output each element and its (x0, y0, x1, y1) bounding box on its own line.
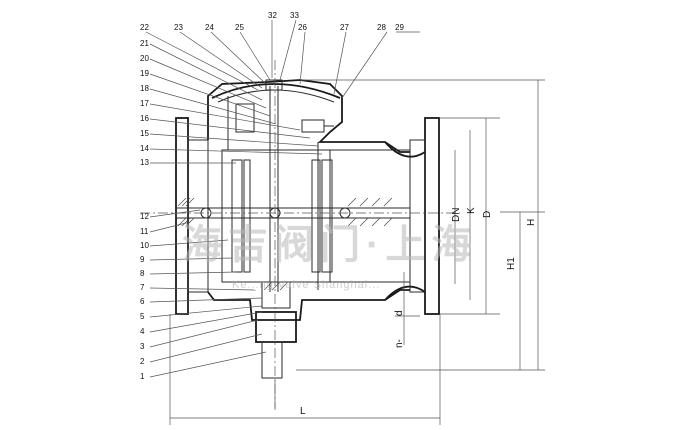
callout-6: 6 (140, 297, 145, 306)
callout-23: 23 (174, 23, 183, 32)
callout-14: 14 (140, 144, 149, 153)
left-leaders (149, 43, 323, 378)
watermark-brand: 海吉阀门·上海 (182, 223, 477, 267)
dim-label-L: L (300, 406, 306, 417)
dim-label-D: D (482, 211, 493, 218)
callout-22: 22 (140, 23, 149, 32)
callout-20: 20 (140, 54, 149, 63)
callout-13: 13 (140, 158, 149, 167)
callout-29: 29 (395, 23, 404, 32)
dimension-labels: L DN K D H1 H d n- (300, 207, 537, 417)
callout-4: 4 (140, 327, 145, 336)
callout-19: 19 (140, 69, 149, 78)
callout-21: 21 (140, 39, 149, 48)
callout-7: 7 (140, 283, 145, 292)
callout-8: 8 (140, 269, 145, 278)
callout-25: 25 (235, 23, 244, 32)
callout-27: 27 (340, 23, 349, 32)
callout-10: 10 (140, 241, 149, 250)
callout-16: 16 (140, 114, 149, 123)
dim-label-n: n- (394, 339, 405, 348)
callout-32: 32 (268, 11, 277, 20)
callout-2: 2 (140, 357, 145, 366)
callout-15: 15 (140, 129, 149, 138)
callout-1: 1 (140, 372, 145, 381)
watermark: 海吉阀门·上海 Ke...ng Valve Shanghai... (182, 223, 477, 291)
callout-17: 17 (140, 99, 149, 108)
dimension-lines (169, 79, 545, 425)
callout-11: 11 (140, 227, 149, 236)
callout-26: 26 (298, 23, 307, 32)
callout-24: 24 (205, 23, 214, 32)
dim-label-H: H (526, 219, 537, 226)
center-lines (140, 60, 460, 410)
watermark-sub: Ke...ng Valve Shanghai... (232, 279, 380, 291)
callout-3: 3 (140, 342, 145, 351)
top-callout-numbers: 22 23 24 25 32 33 26 27 28 29 (140, 11, 404, 32)
valve-body (175, 79, 440, 379)
callout-33: 33 (290, 11, 299, 20)
callout-12: 12 (140, 212, 149, 221)
callout-28: 28 (377, 23, 386, 32)
dim-label-H1: H1 (506, 257, 517, 270)
dim-label-d: d (394, 310, 405, 316)
dim-label-K: K (466, 207, 477, 214)
callout-5: 5 (140, 312, 145, 321)
callout-9: 9 (140, 255, 145, 264)
top-leaders (145, 19, 420, 99)
callout-18: 18 (140, 84, 149, 93)
left-callout-numbers: 21 20 19 18 17 16 15 14 13 12 11 10 9 8 … (140, 39, 149, 381)
dim-label-DN: DN (451, 208, 462, 222)
